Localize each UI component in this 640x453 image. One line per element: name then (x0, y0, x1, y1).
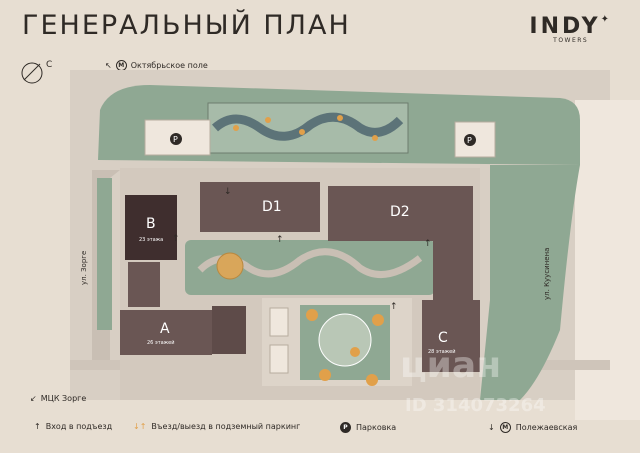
round-plaza (216, 252, 244, 280)
building-b-base (128, 262, 160, 307)
arrow-up-left-icon: ↖ (105, 61, 112, 70)
watermark-id: ID 314073264 (405, 395, 546, 416)
building-b (125, 195, 177, 260)
right-block (575, 100, 640, 420)
building-a-floors: 26 этажей (147, 339, 175, 346)
street-zorge: ул. Зорге (80, 250, 88, 285)
building-d1 (200, 182, 320, 232)
building-c (422, 300, 480, 372)
lower-garden-circle (318, 313, 372, 367)
garden-tree (337, 115, 343, 121)
entrance-arrow-icon: ↑ (424, 239, 432, 249)
building-d2-wing (433, 230, 473, 300)
arrows-up-down-icon: ↓↑ (133, 422, 147, 431)
lower-tree (306, 309, 318, 321)
arrow-down-left-icon: ↙ (30, 394, 37, 403)
compass-north-label: С (46, 60, 52, 70)
parking-icon (464, 134, 476, 146)
station-mck-zorge-label: МЦК Зорге (40, 394, 87, 403)
building-a (120, 310, 212, 355)
west-park (97, 178, 112, 330)
parking-icon-label: P (467, 136, 472, 145)
watermark-brand: циан (400, 345, 502, 386)
arrow-up-icon: ↑ (34, 422, 41, 431)
legend-parking: P Парковка (340, 422, 396, 433)
legend-garage-label: Въезд/выезд в подземный паркинг (151, 422, 301, 431)
compass-icon: С (21, 60, 52, 84)
metro-oktyabrskoe-label: Октябрьское поле (130, 61, 208, 70)
metro-icon: М (499, 422, 511, 433)
parking-icon (170, 133, 182, 145)
building-d1-letter: D1 (262, 199, 282, 215)
entrance-arrow-icon: ↓ (224, 187, 232, 197)
entrance-arrow-icon: ↑ (172, 234, 180, 244)
brand-logo: INDY✦ TOWERS (529, 14, 612, 44)
central-green (185, 240, 435, 295)
entrance-arrow-icon: ↑ (276, 235, 284, 245)
legend-garage: ↓↑ Въезд/выезд в подземный паркинг (133, 422, 300, 431)
building-a-wing (212, 306, 246, 354)
lower-tree (366, 374, 378, 386)
building-a-letter: A (160, 321, 170, 337)
brand-subtitle: TOWERS (553, 37, 589, 44)
legend-entrance: ↑ Вход в подъезд (34, 422, 112, 431)
building-c-letter: C (438, 330, 448, 346)
legend-entrance-label: Вход в подъезд (45, 422, 113, 431)
garden-tree (233, 125, 239, 131)
garden-tree (372, 135, 378, 141)
station-mck-zorge: ↙ МЦК Зорге (30, 394, 86, 403)
garden-tree (299, 129, 305, 135)
garden-pond (211, 112, 404, 141)
east-park (480, 165, 580, 400)
lower-tree (319, 369, 331, 381)
page-title: ГЕНЕРАЛЬНЫЙ ПЛАН (22, 10, 351, 41)
parking-icon-label: P (173, 135, 178, 144)
street-kuusinena: ул. Куусинена (543, 247, 551, 300)
garden-tree (265, 117, 271, 123)
parking-icon: P (340, 422, 351, 433)
building-c-floors: 28 этажей (428, 348, 456, 355)
building-d2-letter: D2 (390, 204, 410, 220)
legend-metro: ↓ М Полежаевская (488, 422, 577, 433)
sports-court (269, 307, 289, 337)
building-b-letter: B (146, 216, 156, 232)
legend-metro-label: Полежаевская (515, 423, 578, 432)
lower-tree (372, 314, 384, 326)
sports-court (269, 344, 289, 374)
lower-tree (350, 347, 360, 357)
building-b-floors: 23 этажа (139, 237, 163, 243)
arrow-down-icon: ↓ (488, 423, 495, 432)
legend-parking-label: Парковка (356, 423, 397, 432)
entrance-arrow-icon: ↑ (390, 302, 398, 312)
brand-name: INDY✦ (529, 14, 612, 39)
